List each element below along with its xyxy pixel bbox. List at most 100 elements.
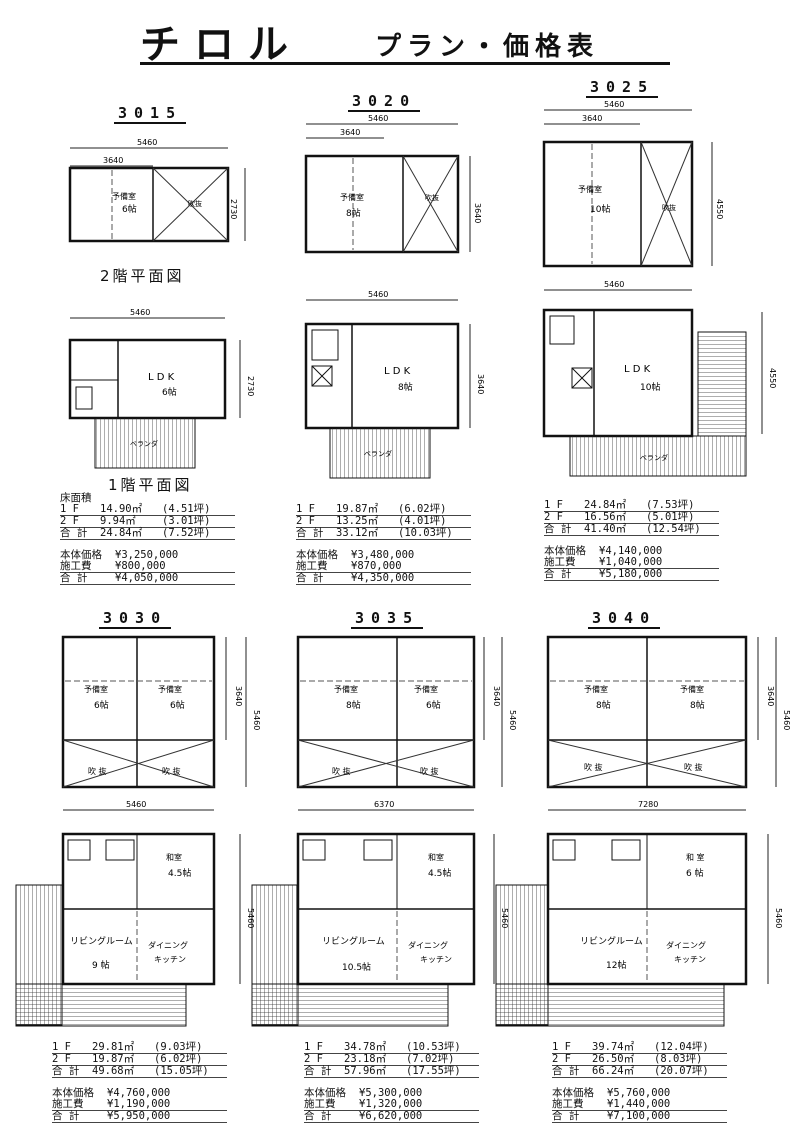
- plan-3040-floor2: 予備室 8帖 予備室 8帖 吹 抜 吹 抜 3640 5460 7280: [546, 635, 791, 811]
- svg-text:予備室: 予備室: [680, 684, 704, 694]
- svg-text:吹抜: 吹抜: [662, 203, 676, 212]
- plan-3040-floor1: 和 室 6 帖 リビングルーム 12帖 ダイニング キッチン 5460: [495, 832, 783, 1027]
- svg-text:6帖: 6帖: [94, 699, 109, 711]
- svg-text:5460: 5460: [126, 800, 146, 809]
- svg-text:8帖: 8帖: [346, 699, 361, 711]
- svg-text:5460: 5460: [508, 710, 517, 730]
- svg-text:予備室: 予備室: [84, 684, 108, 694]
- svg-text:予備室: 予備室: [584, 684, 608, 694]
- svg-text:10帖: 10帖: [590, 203, 610, 215]
- svg-text:L D K: L D K: [148, 372, 175, 383]
- svg-text:ベランダ: ベランダ: [130, 439, 158, 448]
- svg-text:5460: 5460: [604, 280, 624, 289]
- svg-text:3640: 3640: [476, 374, 485, 394]
- svg-text:ダイニング: ダイニング: [408, 940, 448, 950]
- svg-text:5460: 5460: [252, 710, 261, 730]
- plan-3020-floor2: 5460 3640 予備室 8帖 吹抜 3640: [304, 114, 482, 254]
- svg-text:8帖: 8帖: [398, 381, 413, 393]
- svg-text:3640: 3640: [766, 686, 775, 706]
- svg-text:和 室: 和 室: [686, 852, 705, 862]
- svg-text:4.5帖: 4.5帖: [428, 867, 451, 879]
- svg-text:吹 抜: 吹 抜: [332, 766, 351, 776]
- plan-3030-floor1: 和室 4.5帖 リビングルーム 9 帖 ダイニング キッチン 5460: [15, 832, 255, 1027]
- svg-text:予備室: 予備室: [158, 684, 182, 694]
- plan-3015-floor2: 5460 3640 予備室 6帖 吹抜 2730: [68, 138, 246, 243]
- svg-text:ダイニング: ダイニング: [666, 940, 706, 950]
- svg-text:和室: 和室: [428, 852, 444, 862]
- svg-text:和室: 和室: [166, 852, 182, 862]
- room-name: 予備室: [112, 191, 136, 201]
- svg-text:3640: 3640: [340, 128, 360, 137]
- svg-text:L D K: L D K: [384, 366, 411, 377]
- page-title: チロル: [140, 22, 302, 68]
- page-subtitle: プラン・価格表: [375, 32, 600, 62]
- svg-text:予備室: 予備室: [340, 192, 364, 202]
- svg-text:リビングルーム: リビングルーム: [580, 935, 643, 947]
- svg-text:L D K: L D K: [624, 364, 651, 375]
- svg-text:10帖: 10帖: [640, 381, 660, 393]
- svg-text:予備室: 予備室: [414, 684, 438, 694]
- plan-3030-floor2: 予備室 6帖 予備室 6帖 吹 抜 吹 抜 3640 5460 5460: [61, 635, 261, 811]
- svg-text:予備室: 予備室: [578, 184, 602, 194]
- page-header: チロル プラン・価格表: [140, 12, 680, 68]
- dim-sub: 3640: [103, 156, 123, 165]
- svg-text:4.5帖: 4.5帖: [168, 867, 191, 879]
- svg-text:4550: 4550: [768, 368, 777, 388]
- svg-text:8帖: 8帖: [690, 699, 705, 711]
- model-title-3020: 3020: [347, 92, 421, 112]
- svg-text:吹抜: 吹抜: [425, 193, 439, 202]
- svg-text:6帖: 6帖: [170, 699, 185, 711]
- svg-text:3640: 3640: [234, 686, 243, 706]
- svg-text:キッチン: キッチン: [420, 955, 452, 964]
- plan-3025-floor2: 5460 3640 予備室 10帖 吹抜 4550: [542, 100, 724, 268]
- svg-text:3640: 3640: [582, 114, 602, 123]
- dim-width: 5460: [137, 138, 157, 147]
- plan-3025-floor1: 5460 L D K 10帖 ベランダ 4550: [542, 280, 777, 477]
- area-label: 床面積: [60, 492, 92, 504]
- svg-text:10.5帖: 10.5帖: [342, 961, 371, 973]
- svg-text:2730: 2730: [246, 376, 255, 396]
- dim-depth: 2730: [229, 199, 238, 219]
- title-underline: [140, 62, 670, 65]
- model-title-3025: 3025: [585, 78, 659, 98]
- svg-text:5460: 5460: [130, 308, 150, 317]
- room-size: 6帖: [122, 203, 137, 215]
- svg-text:予備室: 予備室: [334, 684, 358, 694]
- svg-text:5460: 5460: [246, 908, 255, 928]
- svg-text:4550: 4550: [715, 199, 724, 219]
- svg-text:ベランダ: ベランダ: [364, 449, 392, 458]
- svg-text:リビングルーム: リビングルーム: [322, 935, 385, 947]
- svg-text:8帖: 8帖: [596, 699, 611, 711]
- plan-3015-floor1: 5460 L D K 6帖 ベランダ 2730: [68, 308, 255, 469]
- svg-text:吹 抜: 吹 抜: [88, 766, 107, 776]
- plan-3020-floor1: 5460 L D K 8帖 ベランダ 3640: [304, 290, 485, 479]
- svg-text:吹 抜: 吹 抜: [420, 766, 439, 776]
- svg-text:5460: 5460: [368, 114, 388, 123]
- svg-text:キッチン: キッチン: [154, 955, 186, 964]
- svg-text:12帖: 12帖: [606, 959, 626, 971]
- model-title-3030: 3030: [98, 609, 172, 629]
- plan-3035-floor1: 和室 4.5帖 リビングルーム 10.5帖 ダイニング キッチン 5460: [251, 832, 509, 1027]
- svg-text:7280: 7280: [638, 800, 658, 809]
- svg-text:6 帖: 6 帖: [686, 867, 704, 879]
- svg-text:ダイニング: ダイニング: [148, 940, 188, 950]
- floor2-caption: 2階平面図: [100, 267, 185, 285]
- model-title-3015: 3015: [113, 104, 187, 124]
- svg-text:キッチン: キッチン: [674, 955, 706, 964]
- svg-text:吹 抜: 吹 抜: [684, 762, 703, 772]
- plan-3035-floor2: 予備室 8帖 予備室 6帖 吹 抜 吹 抜 3640 5460 6370: [296, 635, 517, 811]
- svg-text:9 帖: 9 帖: [92, 959, 110, 971]
- model-title-3040: 3040: [587, 609, 661, 629]
- svg-text:5460: 5460: [604, 100, 624, 109]
- model-title-3035: 3035: [350, 609, 424, 629]
- svg-text:6帖: 6帖: [162, 386, 177, 398]
- svg-text:吹 抜: 吹 抜: [162, 766, 181, 776]
- svg-text:3640: 3640: [492, 686, 501, 706]
- svg-text:ベランダ: ベランダ: [640, 453, 668, 462]
